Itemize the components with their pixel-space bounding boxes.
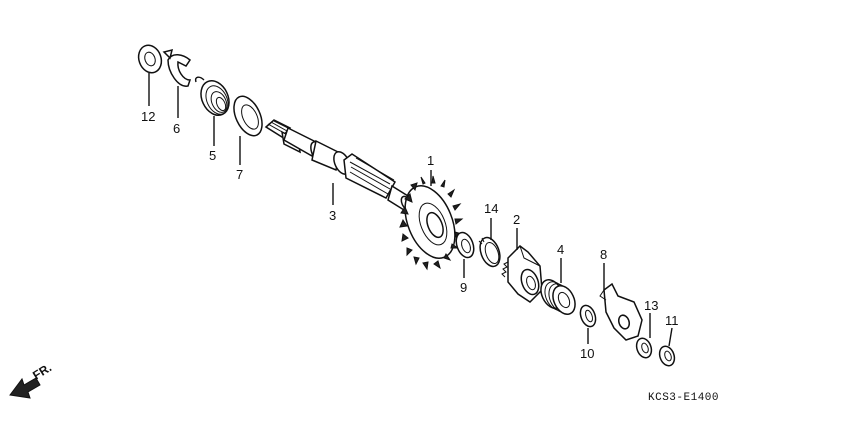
part-12-washer bbox=[137, 44, 163, 74]
part-10-washer bbox=[579, 304, 597, 328]
part-13-washer bbox=[635, 337, 653, 359]
diagram-code: KCS3-E1400 bbox=[648, 392, 719, 404]
callout-14: 14 bbox=[484, 201, 498, 216]
front-direction-indicator: FR. bbox=[9, 360, 54, 399]
callout-6: 6 bbox=[173, 121, 180, 136]
callout-12: 12 bbox=[141, 109, 155, 124]
part-14-circlip bbox=[478, 236, 501, 268]
part-5-spring bbox=[194, 76, 230, 116]
callout-8: 8 bbox=[600, 247, 607, 262]
callout-1: 1 bbox=[427, 153, 434, 168]
callout-7: 7 bbox=[236, 167, 243, 182]
part-9-washer bbox=[455, 231, 475, 259]
arrow-icon bbox=[9, 377, 41, 399]
part-6-clip bbox=[162, 48, 192, 87]
callout-10: 10 bbox=[580, 346, 594, 361]
part-8-guide-plate bbox=[599, 282, 643, 341]
callout-5: 5 bbox=[209, 148, 216, 163]
leader-lines bbox=[148, 73, 673, 347]
part-7-seat bbox=[233, 95, 263, 137]
callout-4: 4 bbox=[557, 242, 564, 257]
callout-11: 11 bbox=[665, 313, 679, 328]
callout-13: 13 bbox=[644, 298, 658, 313]
callout-9: 9 bbox=[460, 280, 467, 295]
part-3-spindle bbox=[264, 119, 412, 212]
callout-2: 2 bbox=[513, 212, 520, 227]
callout-3: 3 bbox=[329, 208, 336, 223]
callout-labels: 12 6 5 7 3 1 14 2 4 8 9 10 13 11 bbox=[141, 109, 679, 361]
part-4-spring bbox=[540, 279, 576, 315]
part-11-washer bbox=[658, 345, 676, 367]
part-1-gear bbox=[399, 175, 464, 271]
part-2-ratchet bbox=[501, 245, 543, 303]
